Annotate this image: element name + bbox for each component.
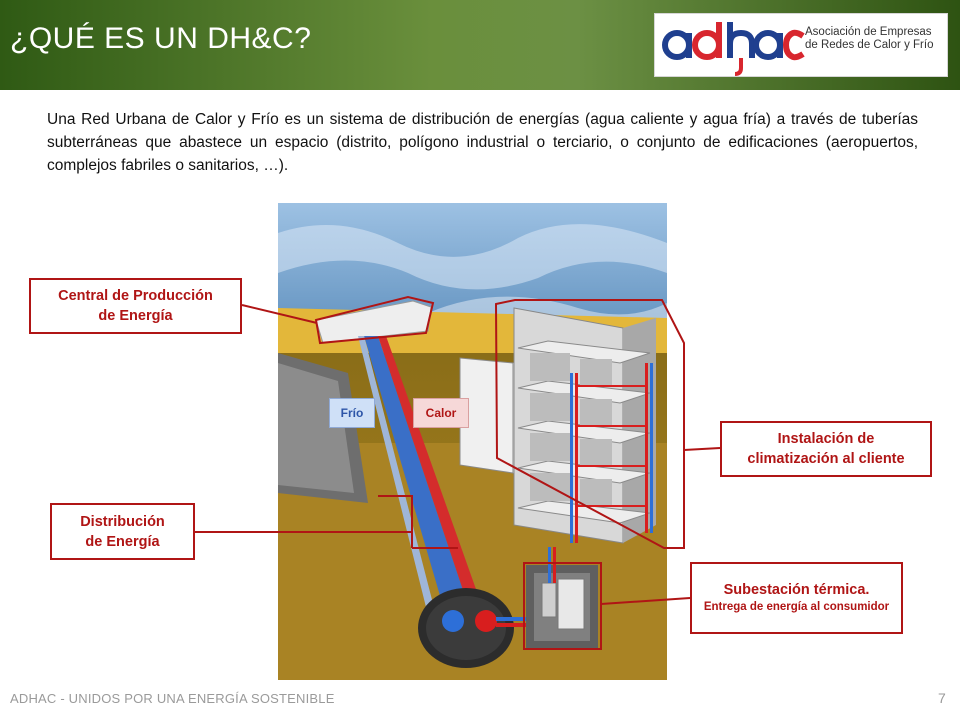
callout-installation-line1: Instalación de — [777, 431, 875, 447]
logo-tagline: Asociación de Empresas de Redes de Calor… — [805, 26, 934, 51]
callout-distribution-line2: de Energía — [85, 533, 160, 550]
page-title: ¿QUÉ ES UN DH&C? — [10, 22, 312, 55]
district-heating-illustration — [278, 203, 667, 680]
callout-distribution-line1: Distribución — [80, 513, 165, 530]
callout-central-line2: de Energía — [98, 308, 173, 324]
adhac-wordmark-logo — [662, 22, 805, 76]
callout-substation-subtitle: Entrega de energía al consumidor — [703, 601, 890, 613]
intro-paragraph: Una Red Urbana de Calor y Frío es un sis… — [47, 111, 918, 174]
callout-client-installation: Instalación de climatización al cliente — [720, 421, 932, 477]
adhac-logo: Asociación de Empresas de Redes de Calor… — [654, 13, 948, 77]
page-number: 7 — [938, 690, 946, 706]
callout-energy-distribution: Distribución de Energía — [50, 503, 195, 560]
callout-central-line1: Central de Producción — [58, 288, 213, 304]
callout-substation-title: Subestación térmica. — [723, 582, 870, 598]
hot-pipe-label: Calor — [413, 398, 469, 428]
cold-pipe-label: Frío — [329, 398, 375, 428]
callout-central-production: Central de Producción de Energía — [29, 278, 242, 334]
installation-leader-line — [683, 447, 721, 451]
footer-text: ADHAC - UNIDOS POR UNA ENERGÍA SOSTENIBL… — [10, 691, 335, 706]
callout-installation-line2: climatización al cliente — [747, 451, 905, 467]
callout-thermal-substation: Subestación térmica. Entrega de energía … — [690, 562, 903, 634]
